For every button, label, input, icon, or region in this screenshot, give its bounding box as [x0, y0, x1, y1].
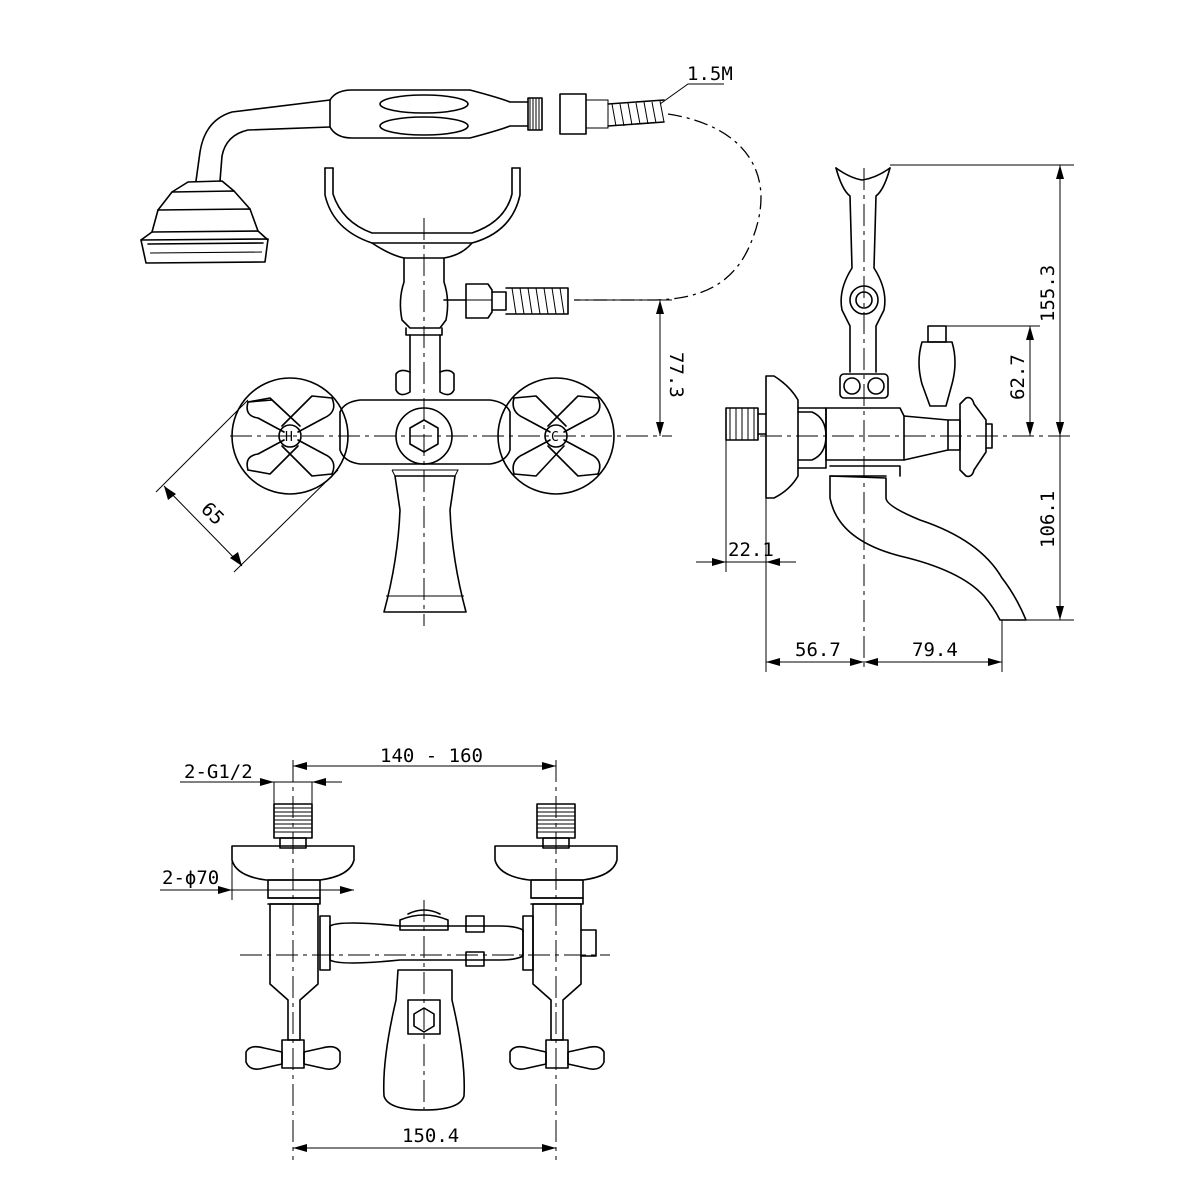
hot-label: H [285, 430, 293, 445]
shower-handset [140, 89, 665, 264]
dim-140-160-label: 140 - 160 [380, 745, 483, 767]
dimension-77-3: 77.3 [575, 299, 687, 436]
bottom-view: 140 - 160 2-G1/2 2-ϕ70 150.4 [160, 745, 618, 1160]
hose-length-callout: 1.5M [659, 63, 733, 105]
front-view: 1.5M [140, 63, 762, 626]
hose-outlet-fitting [443, 283, 569, 319]
dim-150-4-label: 150.4 [402, 1125, 459, 1147]
dim-62-7-label: 62.7 [1007, 354, 1029, 400]
dim-22-1-label: 22.1 [728, 539, 774, 561]
cold-label: C [551, 430, 559, 445]
hose-length-label: 1.5M [687, 63, 733, 85]
hose-path [574, 113, 762, 301]
dim-phi70-label: 2-ϕ70 [162, 867, 219, 889]
dim-79-4-label: 79.4 [912, 639, 958, 661]
hot-handle: H [231, 377, 349, 495]
handset-cradle [324, 167, 521, 373]
dim-65-label: 65 [196, 498, 228, 530]
dim-155-3-label: 155.3 [1037, 265, 1059, 322]
mixer-body [339, 369, 511, 613]
side-view: 155.3 62.7 106.1 22.1 56.7 79.4 [696, 164, 1074, 672]
dim-77-3-label: 77.3 [665, 352, 687, 398]
dim-106-1-label: 106.1 [1037, 491, 1059, 548]
dim-56-7-label: 56.7 [795, 639, 841, 661]
dim-g12-label: 2-G1/2 [184, 761, 253, 783]
